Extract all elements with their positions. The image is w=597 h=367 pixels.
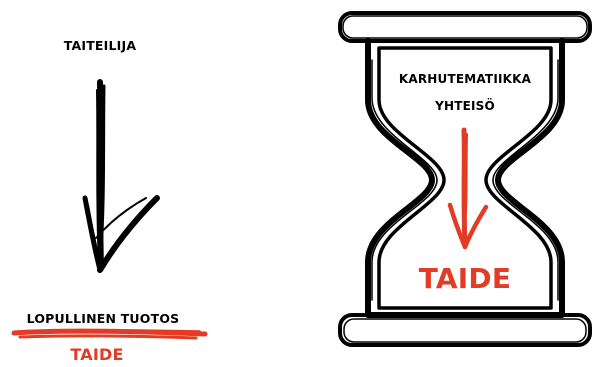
result-caption-final-product: LOPULLINEN TUOTOS xyxy=(26,311,180,326)
red-brush-stroke-icon xyxy=(11,328,208,340)
result-label-art-hourglass: TAIDE xyxy=(418,262,512,295)
brush-arrow-down-icon xyxy=(82,79,160,273)
source-label-artist: TAITEILIJA xyxy=(63,38,137,53)
hourglass-icon xyxy=(338,11,592,347)
source-label-bear-theme: KARHUTEMATIIKKA xyxy=(398,72,532,86)
result-label-art-left: TAIDE xyxy=(70,345,124,364)
red-arrow-down-icon xyxy=(447,127,489,250)
source-label-community: YHTEISÖ xyxy=(435,99,495,113)
